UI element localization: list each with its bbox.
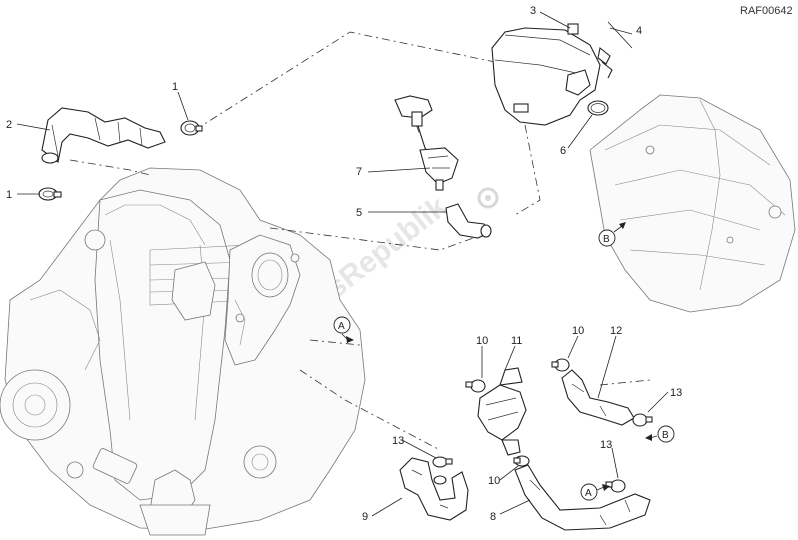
clamp-13-lower-right (605, 479, 626, 493)
callout-4: 4 (636, 25, 642, 37)
callout-5: 5 (356, 207, 362, 219)
breather-hose-2 (41, 107, 166, 164)
callout-13-bottom: 13 (392, 435, 404, 447)
svg-text:B: B (603, 234, 610, 245)
callout-13-right: 13 (670, 387, 682, 399)
airbox (589, 94, 796, 313)
callout-10-left: 10 (476, 335, 488, 347)
t-fitting-11 (477, 367, 527, 456)
engine-block (0, 167, 366, 536)
leader-lines (16, 11, 669, 517)
view-marker-b-hose: B (645, 425, 675, 443)
vent-valve-7 (394, 95, 459, 191)
hose-clamp-1-upper (180, 120, 203, 136)
routing-lines (69, 31, 651, 451)
view-marker-b-airbox: B (598, 222, 626, 247)
svg-text:A: A (585, 488, 592, 499)
callout-9: 9 (362, 511, 368, 523)
callout-2: 2 (6, 119, 12, 131)
figure-code: RAF00642 (740, 5, 793, 17)
callout-3: 3 (530, 5, 536, 17)
throttle-body (171, 234, 301, 366)
callout-10-bottom: 10 (488, 475, 500, 487)
callout-labels: 1 2 1 3 4 5 6 7 8 9 10 10 11 12 13 13 13… (6, 5, 682, 523)
svg-text:A: A (338, 321, 345, 332)
svg-text:B: B (662, 430, 669, 441)
callout-6: 6 (560, 145, 566, 157)
hose-9 (399, 457, 469, 521)
callout-13-lower-right: 13 (600, 439, 612, 451)
clamp-10-bottom (513, 455, 530, 467)
breather-tank (491, 23, 613, 126)
view-marker-a-hose: A (580, 483, 610, 501)
hose-8 (514, 464, 651, 531)
watermark-gear-icon (477, 187, 499, 209)
clamp-10-right (551, 358, 570, 372)
callout-8: 8 (490, 511, 496, 523)
callout-1-upper: 1 (172, 81, 178, 93)
clamp-13-bottom (432, 456, 453, 468)
hose-clamp-1-lower (38, 187, 62, 201)
o-ring-6 (587, 100, 609, 116)
callout-10-right: 10 (572, 325, 584, 337)
hose-12 (561, 369, 635, 426)
callout-7: 7 (356, 166, 362, 178)
view-marker-a-engine: A (333, 316, 354, 343)
callout-12: 12 (610, 325, 622, 337)
clamp-10-left (465, 379, 486, 393)
callout-11: 11 (511, 335, 522, 347)
callout-1-lower: 1 (6, 189, 12, 201)
small-hose-5 (445, 203, 492, 239)
clamp-13-right (632, 413, 653, 427)
